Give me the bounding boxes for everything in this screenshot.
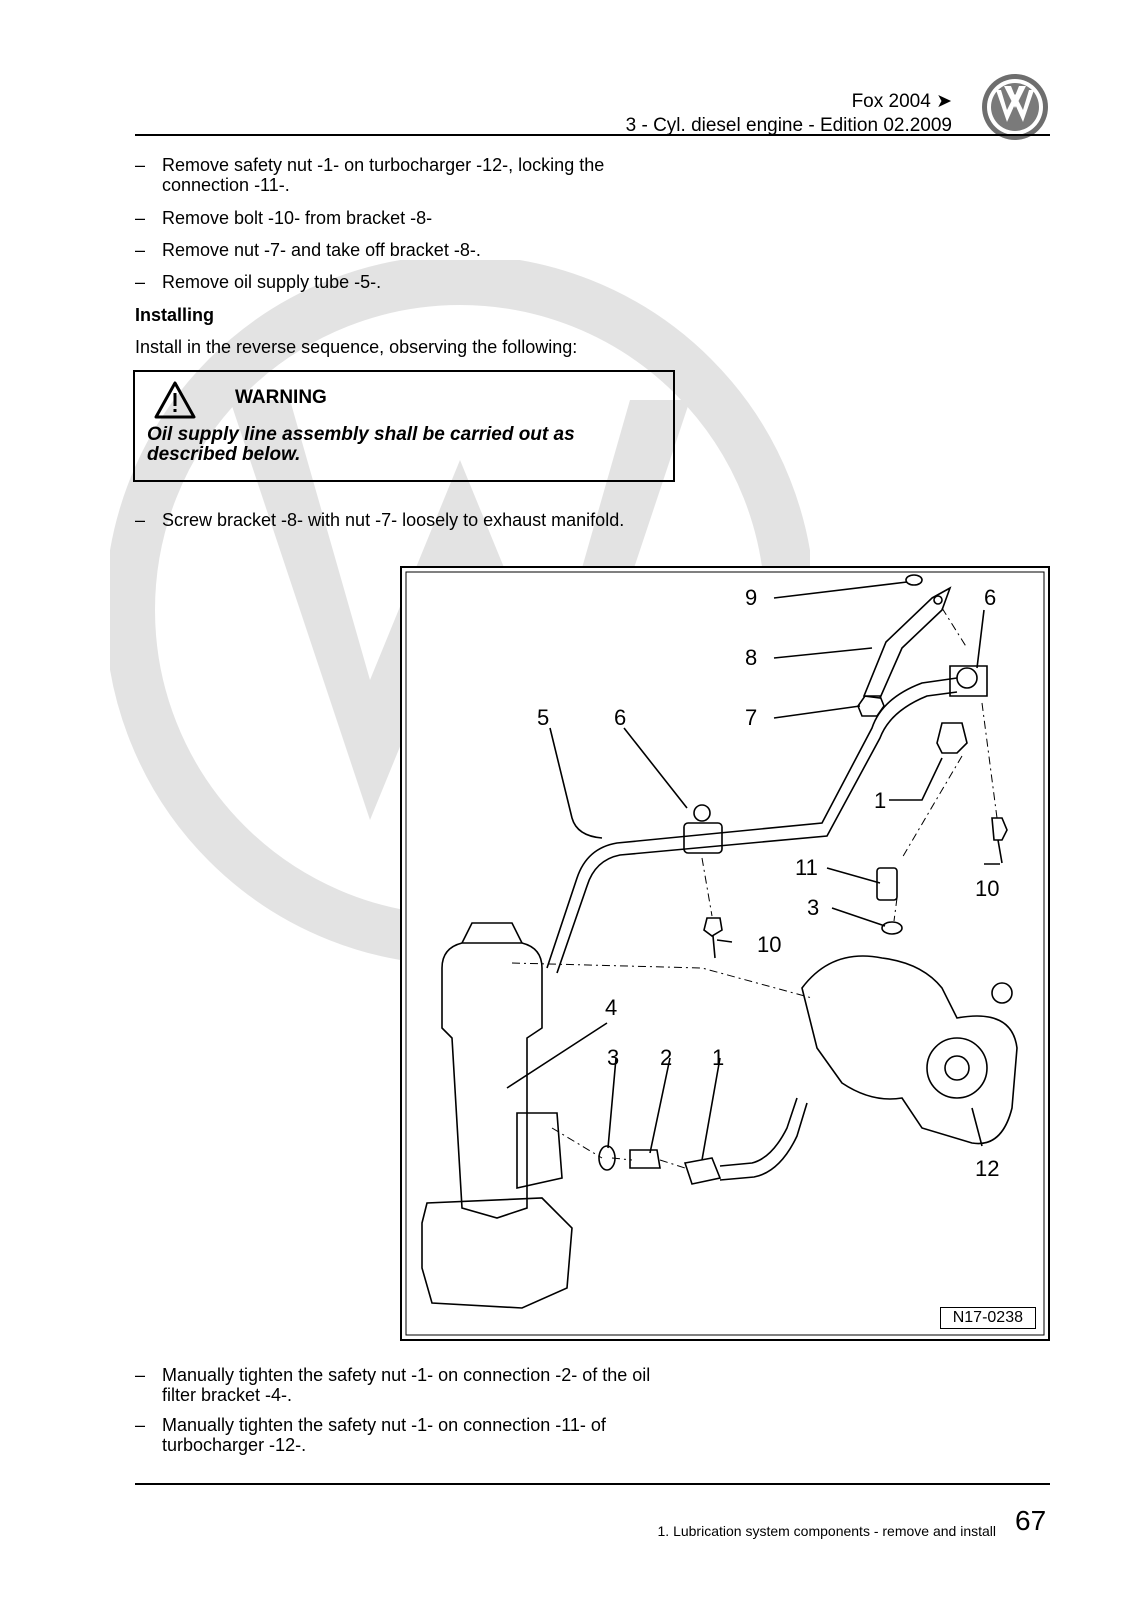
warning-text: Oil supply line assembly shall be carrie…	[147, 424, 575, 465]
step-remove-tube: –Remove oil supply tube -5-.	[135, 272, 382, 292]
figure-label-5: 5	[537, 705, 549, 730]
step-screw-bracket: –Screw bracket -8- with nut -7- loosely …	[135, 510, 625, 530]
figure-label-3-upper: 3	[807, 895, 819, 920]
oil-supply-line-diagram: 9 6 8 7 5 6 1 11 10 3 10 4 3 2 1 12	[405, 571, 1045, 1336]
step-remove-safety-nut: –Remove safety nut -1- on turbocharger -…	[135, 155, 605, 195]
figure-label-4: 4	[605, 995, 617, 1020]
step-tighten-turbocharger: –Manually tighten the safety nut -1- on …	[135, 1415, 606, 1455]
figure-label-7: 7	[745, 705, 757, 730]
figure-label-8: 8	[745, 645, 757, 670]
figure-label-9: 9	[745, 585, 757, 610]
installing-intro: Install in the reverse sequence, observi…	[135, 337, 578, 357]
header-rule	[135, 134, 1050, 136]
figure-label-3-lower: 3	[607, 1045, 619, 1070]
page-header: Fox 2004 ➤ 3 - Cyl. diesel engine - Edit…	[626, 90, 952, 138]
step-remove-bolt: –Remove bolt -10- from bracket -8-	[135, 208, 433, 228]
warning-triangle-icon	[154, 381, 196, 419]
figure-label-1-upper: 1	[874, 788, 886, 813]
footer-rule	[135, 1483, 1050, 1485]
figure-label-10-right: 10	[975, 876, 999, 901]
footer-section: 1. Lubrication system components - remov…	[657, 1523, 997, 1539]
warning-title: WARNING	[235, 387, 327, 408]
header-edition: 3 - Cyl. diesel engine - Edition 02.2009	[625, 115, 952, 136]
step-tighten-oil-filter: –Manually tighten the safety nut -1- on …	[135, 1365, 651, 1405]
figure-id: N17-0238	[939, 1307, 1036, 1329]
installing-heading: Installing	[135, 305, 215, 325]
figure-label-12: 12	[975, 1156, 999, 1181]
figure-label-2: 2	[660, 1045, 672, 1070]
vw-logo-icon	[982, 74, 1048, 140]
header-model: Fox 2004 ➤	[851, 91, 952, 112]
step-remove-nut: –Remove nut -7- and take off bracket -8-…	[135, 240, 481, 260]
figure-label-10-left: 10	[757, 932, 781, 957]
figure-label-6-middle: 6	[614, 705, 626, 730]
figure-label-11: 11	[795, 855, 818, 880]
figure-label-1-lower: 1	[712, 1045, 724, 1070]
figure-label-6-top: 6	[984, 585, 996, 610]
warning-box: WARNING Oil supply line assembly shall b…	[133, 370, 675, 482]
page-number: 67	[1015, 1505, 1047, 1536]
exploded-view-figure: 9 6 8 7 5 6 1 11 10 3 10 4 3 2 1 12 N17-…	[400, 566, 1050, 1341]
